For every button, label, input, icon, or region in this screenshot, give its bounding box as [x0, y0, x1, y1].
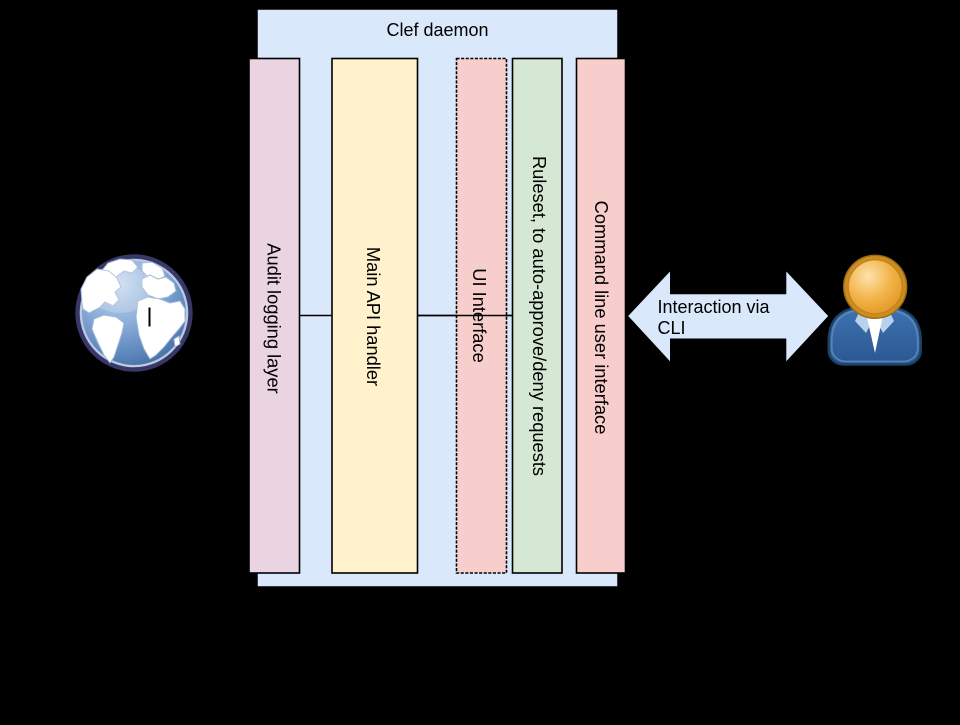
svg-text:Main API handler: Main API handler — [363, 247, 384, 386]
svg-text:Clef daemon: Clef daemon — [386, 20, 488, 40]
svg-text:CLI: CLI — [658, 318, 686, 338]
svg-text:Audit logging layer: Audit logging layer — [264, 243, 285, 393]
svg-text:UI Interface: UI Interface — [469, 268, 490, 363]
svg-text:Ruleset, to auto-approve/deny: Ruleset, to auto-approve/deny requests — [529, 156, 550, 476]
svg-text:Command line user interface: Command line user interface — [591, 201, 612, 435]
svg-text:Interaction via: Interaction via — [658, 297, 771, 317]
